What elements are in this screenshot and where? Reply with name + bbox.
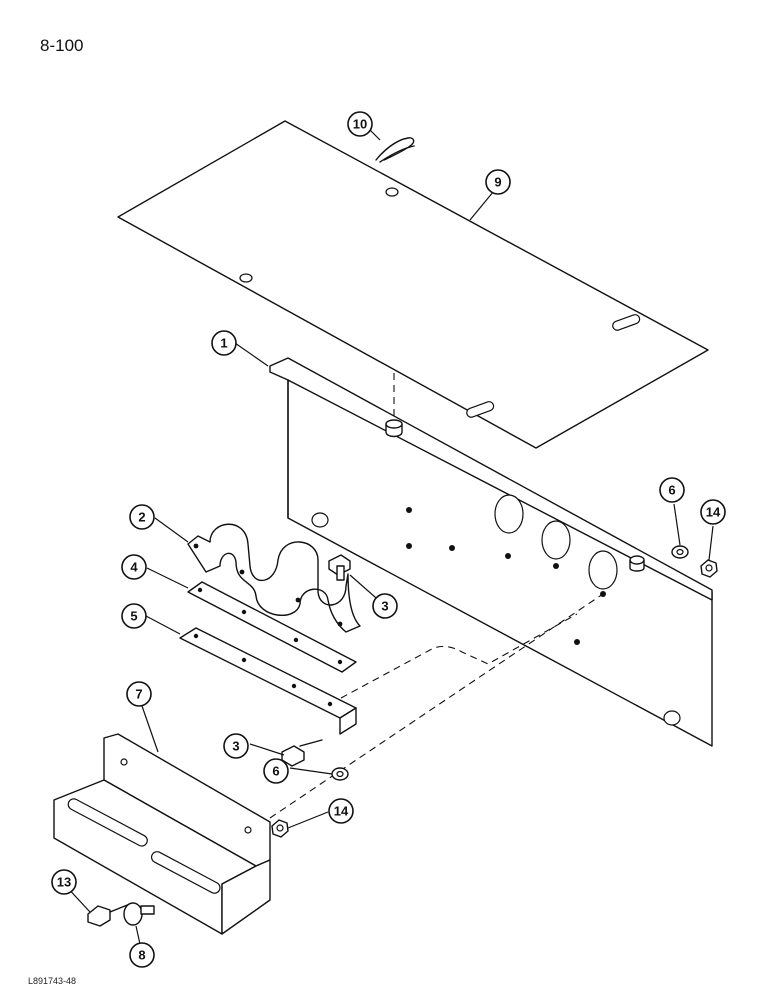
cap-screw [328, 554, 351, 581]
panel-large-hole [494, 494, 524, 534]
hidden-bolt-line [340, 613, 578, 699]
callout-3: 3 [223, 733, 249, 759]
callout-label: 14 [334, 804, 349, 819]
lock-nut [271, 819, 289, 838]
page-number: 8-100 [40, 36, 84, 55]
panel-large-hole [588, 550, 618, 590]
callout-label: 3 [232, 739, 239, 754]
angle-strip [179, 627, 357, 735]
callout-label: 8 [138, 948, 145, 963]
callout-14: 14 [328, 798, 354, 824]
callout-label: 6 [272, 764, 279, 779]
cap-screw [281, 739, 323, 767]
cover-plate [117, 120, 709, 449]
callout-label: 7 [135, 687, 142, 702]
panel-large-hole [541, 520, 571, 560]
callout-10: 10 [347, 111, 373, 137]
bracket-slot [150, 851, 221, 894]
callout-label: 1 [220, 336, 227, 351]
cover-plate-hole [385, 187, 399, 197]
panel-bump [663, 710, 681, 726]
callout-7: 7 [126, 681, 152, 707]
callout-label: 10 [353, 117, 367, 132]
callout-label: 14 [706, 505, 721, 520]
callout-6: 6 [659, 477, 685, 503]
panel-bump [311, 512, 329, 528]
callout-label: 2 [138, 510, 145, 525]
cover-plate-slot [612, 314, 641, 331]
bracket-slot [67, 798, 148, 847]
triple-clamp [187, 523, 361, 633]
callout-label: 6 [668, 483, 675, 498]
flange-nut [671, 545, 689, 559]
callout-8: 8 [129, 942, 155, 968]
drawing-code: L891743-48 [28, 976, 77, 986]
callout-label: 3 [381, 599, 388, 614]
callout-1: 1 [211, 330, 237, 356]
callout-label: 5 [130, 609, 137, 624]
callout-14: 14 [700, 499, 726, 525]
lock-nut [700, 559, 718, 578]
hidden-bolt-line [269, 593, 604, 819]
flange-nut [331, 767, 349, 781]
callout-6: 6 [263, 758, 289, 784]
callout-4: 4 [121, 554, 147, 580]
callout-9: 9 [485, 169, 511, 195]
angle-bracket [53, 733, 271, 935]
spacer-strip [187, 581, 357, 673]
carriage-bolt [123, 902, 155, 926]
cover-plate-hole [239, 273, 253, 283]
callout-3: 3 [372, 593, 398, 619]
callout-label: 13 [57, 875, 71, 890]
callout-2: 2 [129, 504, 155, 530]
cover-plate-slot [466, 401, 495, 418]
callout-label: 9 [494, 175, 501, 190]
callout-13: 13 [51, 869, 77, 895]
r-clip [375, 137, 415, 163]
callout-label: 4 [130, 560, 138, 575]
mounting-bracket-panel [269, 357, 713, 819]
callout-5: 5 [121, 603, 147, 629]
leader-lines [63, 127, 714, 945]
